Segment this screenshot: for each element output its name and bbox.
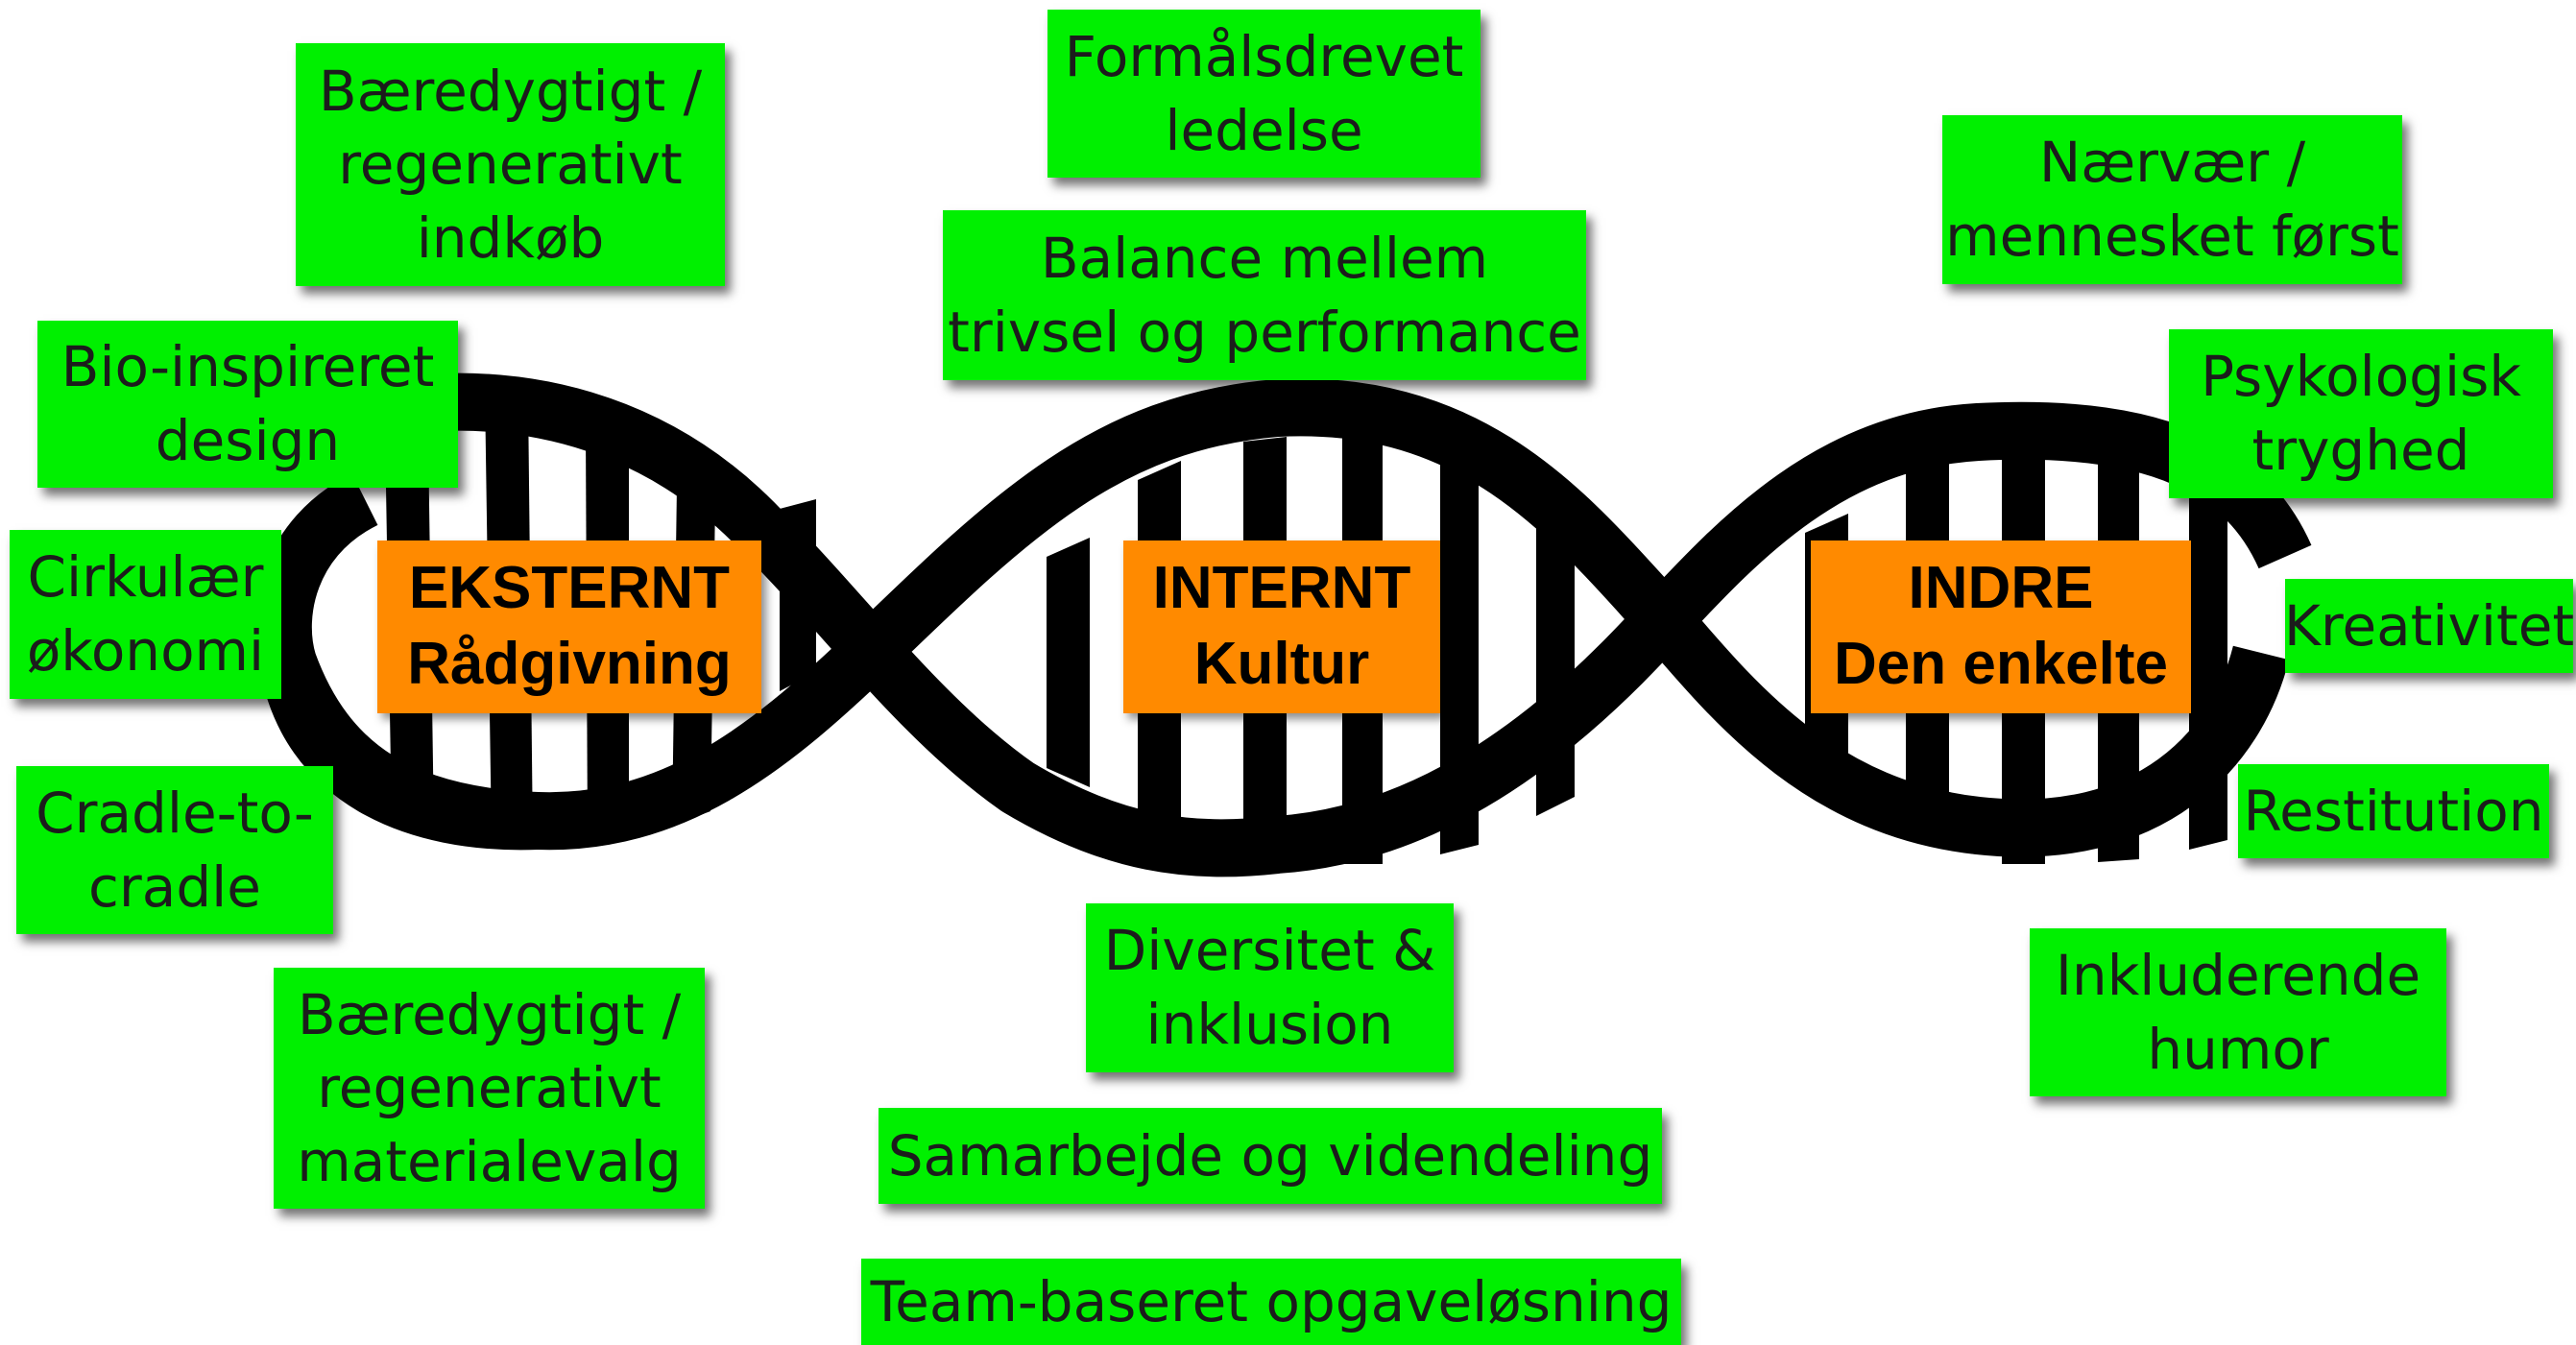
note-bio-inspired-design: Bio-inspireret design (37, 321, 458, 488)
note-purpose-driven-leadership: Formålsdrevet ledelse (1047, 10, 1481, 178)
note-psychological-safety: Psykologisk tryghed (2169, 329, 2553, 498)
note-circular-economy: Cirkulær økonomi (10, 530, 281, 699)
category-internal-subtitle: Kultur (1193, 631, 1370, 697)
category-external: EKSTERNT Rådgivning (377, 540, 761, 713)
category-internal-title: INTERNT (1152, 555, 1411, 622)
note-sustainable-materials: Bæredygtigt / regenerativt materialevalg (274, 968, 705, 1209)
note-balance-wellbeing-performance: Balance mellem trivsel og performance (943, 210, 1586, 380)
category-external-title: EKSTERNT (408, 555, 731, 622)
category-internal: INTERNT Kultur (1123, 540, 1440, 713)
note-team-based-problem-solving: Team-baseret opgaveløsning (861, 1259, 1681, 1345)
note-collaboration-knowledge-sharing: Samarbejde og videndeling (879, 1108, 1662, 1204)
note-cradle-to-cradle: Cradle-to- cradle (16, 766, 333, 934)
category-inner-title: INDRE (1908, 555, 2094, 622)
note-sustainable-purchasing: Bæredygtigt / regenerativt indkøb (296, 43, 725, 286)
category-external-subtitle: Rådgivning (407, 631, 732, 697)
category-inner-subtitle: Den enkelte (1833, 631, 2169, 697)
dna-strands (253, 372, 2312, 877)
note-diversity-inclusion: Diversitet & inklusion (1086, 903, 1454, 1072)
note-presence-people-first: Nærvær / mennesket først (1942, 115, 2402, 284)
note-creativity: Kreativitet (2284, 579, 2574, 673)
category-inner: INDRE Den enkelte (1811, 540, 2191, 713)
note-inclusive-humor: Inkluderende humor (2030, 928, 2446, 1096)
note-restitution: Restitution (2238, 764, 2549, 858)
